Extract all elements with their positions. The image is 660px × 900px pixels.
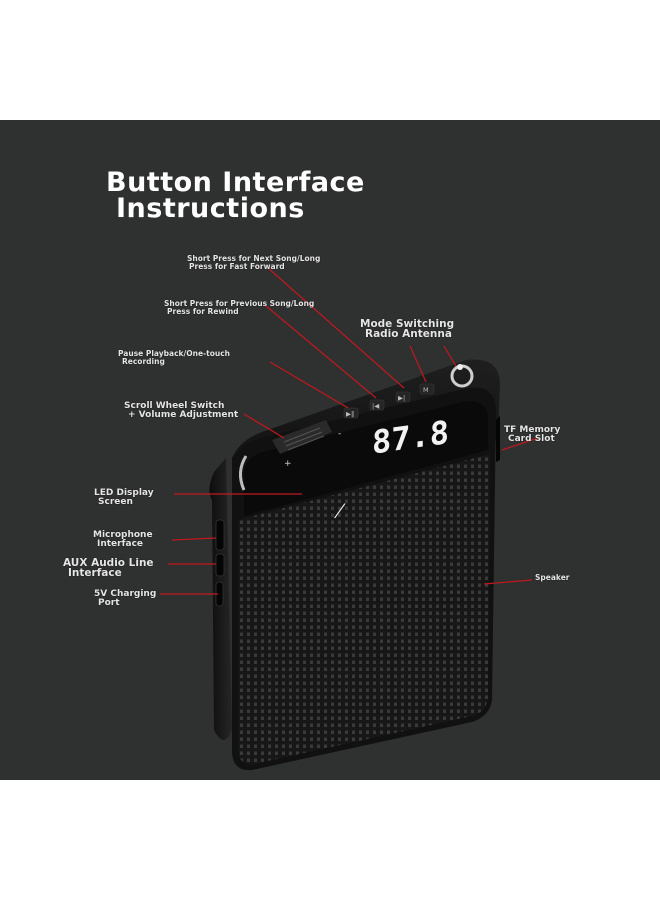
leader-scroll [243,413,285,439]
callout-antenna-line2: Radio Antenna [365,328,452,340]
antenna-ring [450,364,474,388]
callout-microphone: Microphone Interface [93,531,153,549]
callout-prev-song: Short Press for Previous Song/Long Press… [164,300,314,316]
callout-aux-line2: Interface [68,567,122,579]
svg-text:M: M [423,386,429,394]
button-next[interactable]: ▶| [395,391,411,403]
callout-mode-switching: Mode Switching Radio Antenna [360,318,455,340]
speaker-grill [238,454,490,765]
leader-pause [269,361,349,409]
title-line-1: Button Interface [106,167,365,198]
microphone-port [215,519,225,551]
callout-pause: Pause Playback/One-touch Recording [118,350,230,366]
svg-text:▶|: ▶| [398,394,405,402]
callout-mode-line1: Mode Switching [360,318,455,330]
callout-pause-line1: Pause Playback/One-touch [118,349,231,358]
callout-next-song: Short Press for Next Song/Long Press for… [187,255,320,271]
scroll-wheel[interactable] [272,420,332,454]
callout-led-line2: Screen [98,497,133,507]
callout-tf-line1: TF Memory [504,425,561,435]
voice-amplifier-device: + - ▶‖ |◀ ▶| M [209,359,500,771]
callout-tf-line2: Card Slot [508,434,555,444]
callout-scroll-line1: Scroll Wheel Switch [124,401,225,411]
callout-mic-line1: Microphone [93,530,153,540]
callout-pause-line2: Recording [122,357,165,366]
button-mode[interactable]: M [419,383,435,395]
svg-text:|◀: |◀ [372,402,379,410]
button-previous[interactable]: |◀ [369,399,385,411]
callout-scroll-line2: + Volume Adjustment [128,410,239,420]
minus-mark: - [338,429,341,439]
button-pause[interactable]: ▶‖ [343,407,359,419]
leader-antenna [443,345,457,367]
callout-aux-line1: AUX Audio Line [63,557,154,569]
page-title: Button Interface Instructions [106,167,365,224]
product-image-panel: + - ▶‖ |◀ ▶| M [0,120,660,780]
callout-speaker-line1: Speaker [535,573,570,582]
callout-led-line1: LED Display [94,488,154,498]
callout-led-display: LED Display Screen [94,489,154,507]
display-window [244,401,488,516]
callout-next-song-line1: Short Press for Next Song/Long [187,254,321,263]
leader-lines [160,267,539,595]
leader-speaker [483,579,533,585]
callout-speaker: Speaker [535,574,570,582]
plus-mark: + [284,459,292,469]
callout-next-song-line2: Press for Fast Forward [189,262,285,271]
leader-mode [409,345,427,383]
leader-mic [171,537,217,541]
strap-ring-left [239,455,248,491]
tf-card-slot [496,416,500,462]
callout-charging: 5V Charging Port [94,590,156,608]
leader-prev [265,305,377,399]
callout-charging-line1: 5V Charging [94,589,157,599]
callout-scroll-wheel: Scroll Wheel Switch + Volume Adjustment [124,402,238,420]
callout-charging-line2: Port [98,598,120,608]
callout-prev-song-line1: Short Press for Previous Song/Long [164,299,315,308]
svg-text:▶‖: ▶‖ [346,410,354,418]
callout-mic-line2: Interface [97,539,144,549]
leader-tf [501,437,539,451]
callout-aux: AUX Audio Line Interface [63,557,154,579]
callout-prev-song-line2: Press for Rewind [167,307,239,316]
aux-port [215,553,225,577]
callout-tf-card: TF Memory Card Slot [504,426,560,444]
title-line-2: Instructions [116,193,305,224]
leader-next [267,267,405,389]
